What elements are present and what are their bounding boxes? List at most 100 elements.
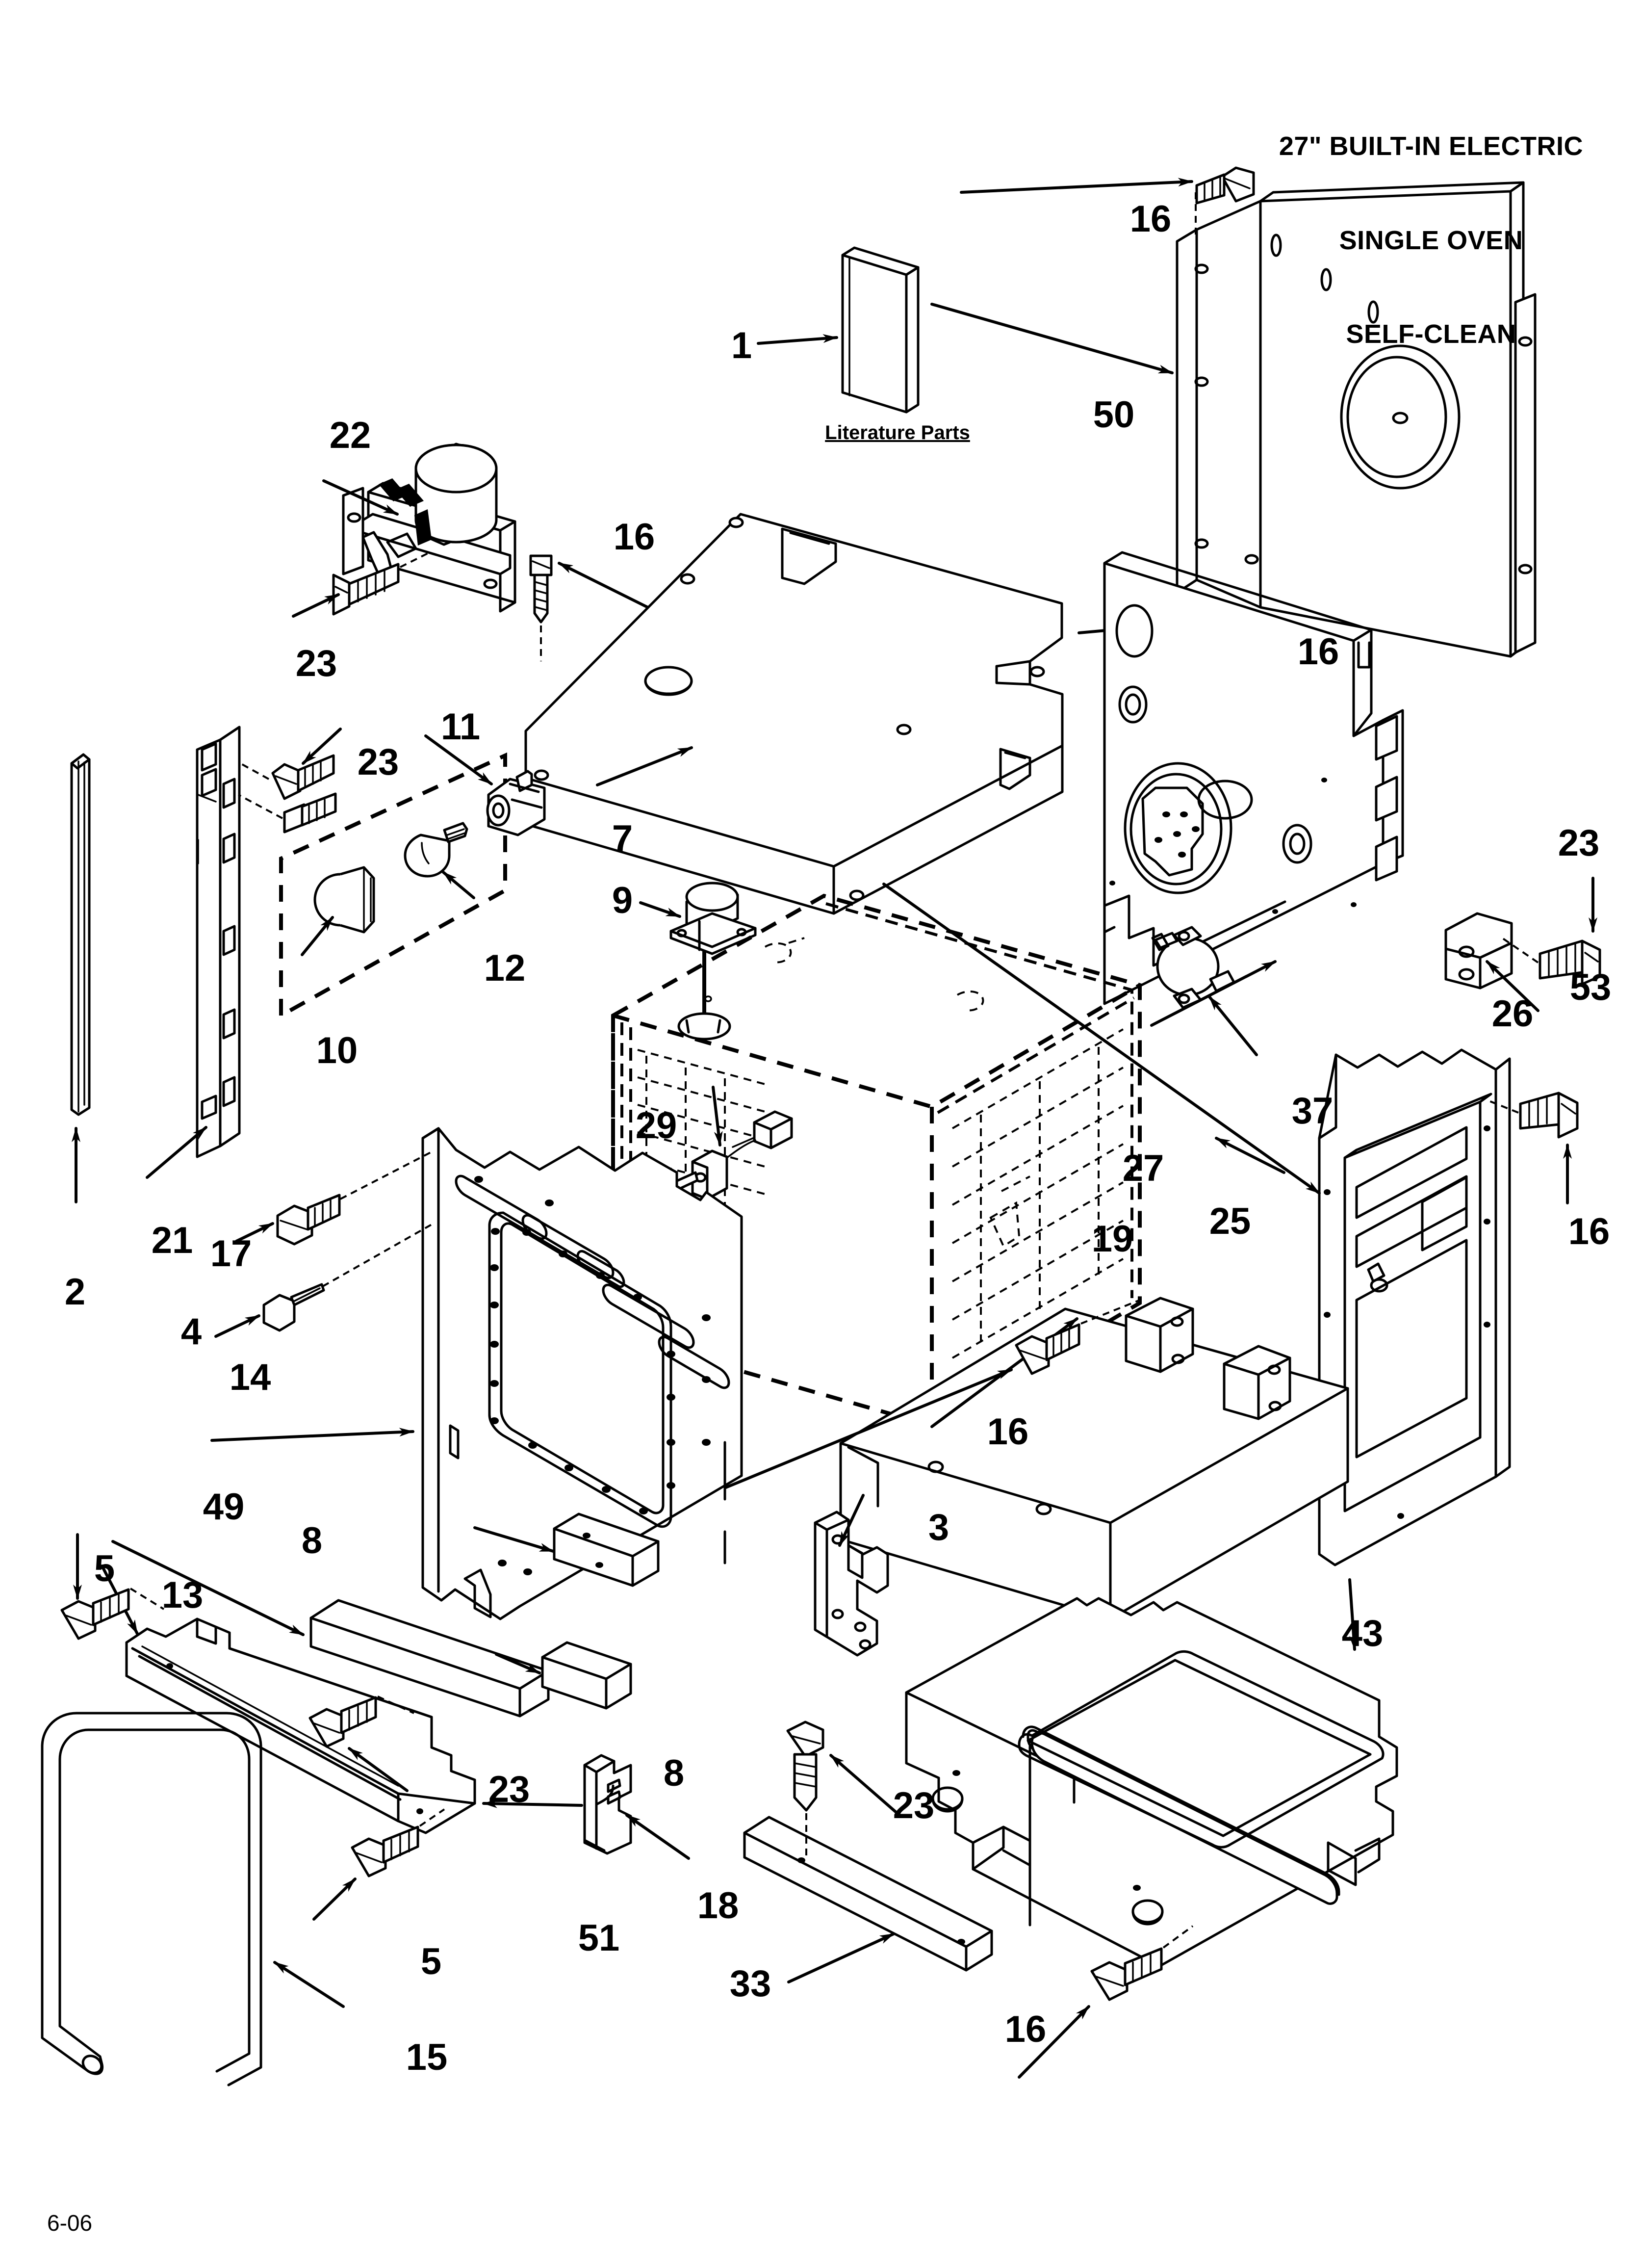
- align-21-screw: [238, 794, 283, 819]
- part-screw-5b: [351, 1825, 419, 1877]
- part-clip-bracket-18: [583, 1754, 632, 1855]
- callout-insulation-block: 8: [663, 1752, 685, 1794]
- leader-33: [787, 1932, 895, 1983]
- leader-49: [111, 1540, 305, 1636]
- align-16e: [1080, 1299, 1140, 1325]
- leader-16f: [1018, 2005, 1090, 2079]
- callout-side-panel: 25: [1209, 1200, 1251, 1242]
- align-23c: [1500, 936, 1539, 964]
- callout-bottom-trim-frame: 43: [1341, 1613, 1384, 1654]
- title-line-1: 27" BUILT-IN ELECTRIC: [1279, 131, 1583, 161]
- leader-23d: [348, 1747, 409, 1792]
- callout-oven-lamp-bulb: 12: [484, 947, 526, 989]
- leader-1: [757, 334, 838, 345]
- leader-4: [214, 1314, 260, 1338]
- part-insulation-block-8a: [553, 1512, 660, 1587]
- callout-rear-panel: 50: [1093, 394, 1135, 436]
- leader-50: [930, 303, 1174, 374]
- part-insulation-block-8b: [541, 1641, 632, 1710]
- callout-front-frame: 14: [229, 1356, 271, 1398]
- part-thermal-limiter: [1151, 926, 1235, 1009]
- leader-23a: [292, 593, 340, 618]
- leader-23b: [302, 728, 342, 765]
- part-bottom-trim-strip: [743, 1816, 993, 1972]
- part-screw-5a: [60, 1588, 130, 1640]
- callout-top-cover-panel: 7: [612, 818, 633, 860]
- leader-8b: [495, 1653, 541, 1674]
- callout-screw: 23: [893, 1785, 935, 1826]
- part-screw-16b: [529, 554, 553, 624]
- leader-11: [424, 734, 493, 785]
- part-rear-frame-panel: [1103, 551, 1404, 1005]
- page-number: 6-06: [47, 2210, 93, 2236]
- leader-16a: [960, 178, 1193, 194]
- leader-16e: [724, 1368, 1013, 1489]
- callout-screw: 23: [1558, 822, 1600, 864]
- leader-23e: [829, 1754, 901, 1817]
- leader-25: [882, 883, 1321, 1195]
- align-23a: [400, 550, 432, 568]
- callout-screw: 23: [488, 1769, 530, 1810]
- callout-temperature-probe: 29: [635, 1105, 677, 1147]
- part-screw-16f: [1090, 1947, 1163, 2001]
- callout-oven-sensor: 9: [612, 880, 633, 921]
- callout-screw: 16: [613, 516, 655, 558]
- callout-screw: 16: [1004, 2008, 1047, 2050]
- callout-thermal-limiter: 37: [1291, 1090, 1334, 1132]
- callout-bottom-trim-strip: 33: [729, 1963, 771, 2005]
- callout-screw: 16: [1129, 198, 1172, 240]
- callout-vent-trim: 13: [161, 1574, 204, 1616]
- title-line-2: SINGLE OVEN: [1339, 225, 1523, 255]
- title-line-3: SELF-CLEAN: [1346, 319, 1516, 349]
- callout-vent-trim-end: 51: [578, 1917, 620, 1959]
- part-screw-16d: [1519, 1092, 1579, 1139]
- leader-43: [1348, 1578, 1359, 1651]
- part-door-gasket: [41, 1712, 262, 2086]
- part-lamp-socket-assembly: [486, 770, 546, 836]
- part-grommet-17: [276, 1194, 341, 1246]
- leader-53: [1486, 960, 1539, 1012]
- align-16f: [1162, 1925, 1194, 1949]
- callout-lamp-lens-cover: 10: [316, 1030, 358, 1071]
- part-push-pin-4: [262, 1283, 325, 1332]
- part-top-cover-panel: [524, 513, 1064, 915]
- part-spacer-block-49: [309, 1599, 550, 1718]
- part-vent-trim: [125, 1617, 476, 1834]
- callout-push-pin: 4: [180, 1311, 202, 1353]
- align-23b: [240, 762, 269, 780]
- part-bottom-trim-frame: [905, 1597, 1398, 1968]
- callout-trim-strip: 2: [64, 1271, 86, 1313]
- callout-lamp-socket-assembly: 11: [440, 706, 481, 748]
- align-23d: [377, 1695, 414, 1714]
- part-rear-panel: [1176, 181, 1537, 658]
- callout-screw: 5: [420, 1941, 442, 1982]
- callout-rear-frame-panel: 26: [1491, 993, 1534, 1035]
- callout-clip-bracket: 18: [697, 1885, 739, 1927]
- leader-14: [210, 1428, 414, 1442]
- leader-18: [625, 1814, 690, 1860]
- leader-12: [442, 871, 475, 899]
- leader-21: [146, 1126, 207, 1179]
- leader-22: [322, 479, 399, 516]
- part-lamp-lens-cover: [313, 866, 375, 934]
- callout-rack-side-guide: 21: [151, 1220, 193, 1261]
- leader-51: [482, 1799, 583, 1808]
- align-4: [322, 1224, 432, 1287]
- leader-5b: [312, 1877, 357, 1921]
- callout-grommet: 17: [210, 1233, 252, 1275]
- align-17: [340, 1151, 432, 1200]
- literature-parts-label: Literature Parts: [825, 422, 970, 443]
- bottom-trim-frame-opening: [1018, 1650, 1385, 1849]
- part-screw-16e: [1015, 1323, 1080, 1375]
- callout-screw: 16: [987, 1411, 1029, 1453]
- align-5b: [419, 1808, 445, 1827]
- callout-screw: 5: [94, 1548, 115, 1590]
- leader-9: [639, 901, 681, 918]
- leader-3: [838, 1494, 865, 1547]
- callout-retainer-clip: 53: [1569, 966, 1612, 1008]
- callout-screw: 23: [295, 643, 337, 684]
- align-16d: [1488, 1100, 1519, 1114]
- leader-8a: [473, 1526, 555, 1553]
- leader-10: [301, 916, 334, 956]
